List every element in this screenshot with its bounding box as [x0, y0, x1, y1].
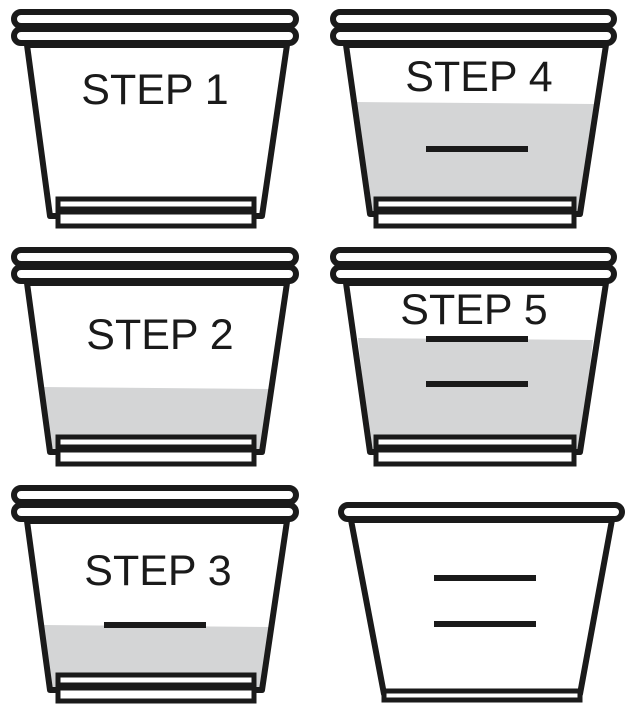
cup-lid — [14, 12, 296, 43]
cup-step-5: STEP 5 — [333, 250, 614, 464]
cup-step-1: STEP 1 — [14, 12, 296, 226]
cup-lid — [14, 488, 296, 519]
cup-label: STEP 2 — [86, 311, 233, 359]
cup-base — [384, 691, 580, 700]
cup-label: STEP 4 — [405, 53, 552, 101]
cup-base — [58, 437, 254, 464]
cup-base — [58, 199, 254, 226]
cup-lid — [333, 12, 614, 43]
cup-body — [351, 520, 612, 694]
cup-step-4: STEP 4 — [333, 12, 614, 226]
cup-base — [376, 437, 574, 464]
cup-base — [58, 675, 254, 701]
cup-rim — [341, 505, 622, 519]
cup-base — [376, 199, 574, 226]
cup-lid — [14, 250, 296, 281]
cup-label: STEP 3 — [84, 547, 231, 595]
cup-label: STEP 5 — [400, 286, 547, 334]
cup-empty-marked — [341, 505, 622, 700]
cup-lid — [333, 250, 614, 281]
cup-label: STEP 1 — [81, 66, 228, 114]
cup-step-2: STEP 2 — [14, 250, 296, 464]
cup-step-3: STEP 3 — [14, 488, 296, 701]
